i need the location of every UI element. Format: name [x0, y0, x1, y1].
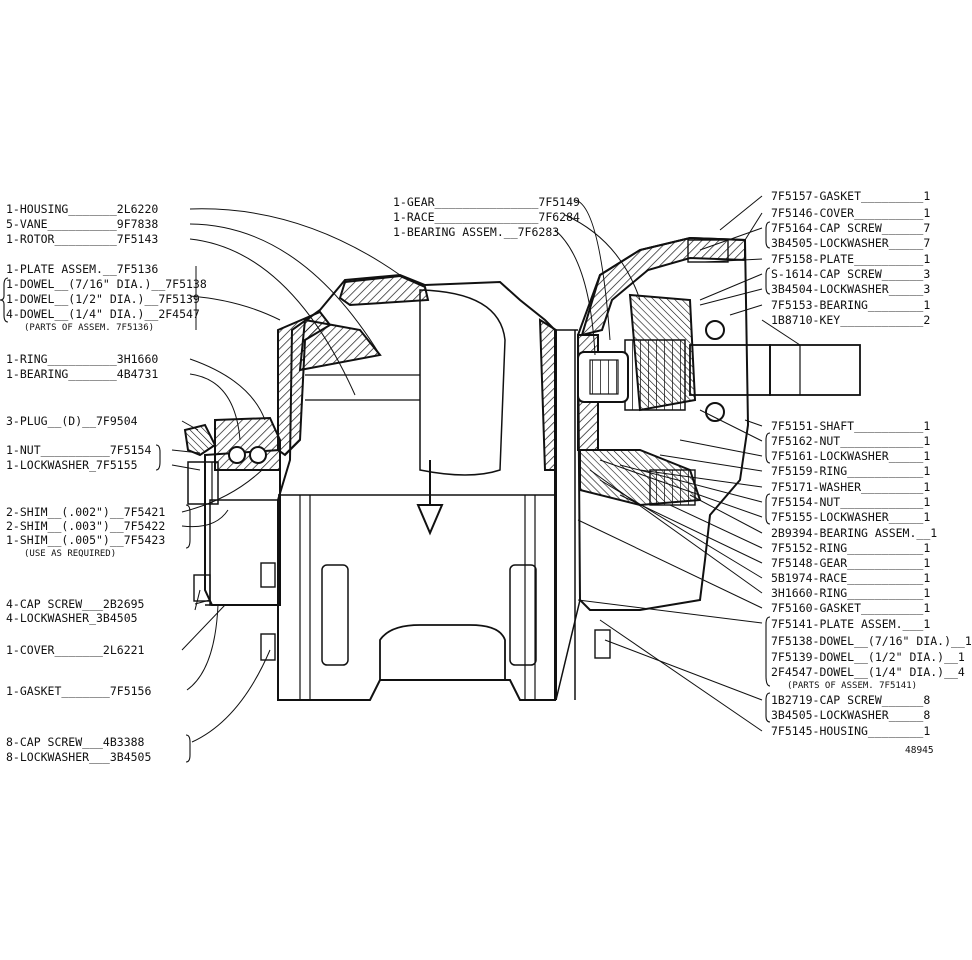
callout-vane: 5-VANE__________9F7838	[6, 217, 159, 231]
right-brace-plate-screws	[765, 267, 771, 295]
callout-r-ring-3: 3H1660-RING___________1	[771, 586, 931, 600]
callout-r-key: 1B8710-KEY____________2	[771, 313, 931, 327]
callout-gear: 1-GEAR_______________7F5149	[393, 195, 580, 209]
left-brace-nut-group	[155, 444, 161, 471]
callout-r-bearing: 7F5153-BEARING________1	[771, 298, 931, 312]
callout-plate-assem: 1-PLATE ASSEM.__7F5136	[6, 262, 159, 276]
callout-r-bearing-assem: 2B9394-BEARING ASSEM.__1	[771, 526, 938, 540]
callout-r-shaft: 7F5151-SHAFT__________1	[771, 419, 931, 433]
right-brace-capscrew-group	[765, 221, 771, 249]
left-cap-screw-top	[260, 562, 276, 588]
callout-r-nut-2: 7F5154-NUT____________1	[771, 495, 931, 509]
flow-direction-arrow	[416, 460, 444, 536]
callout-parts-of-7f5136: (PARTS OF ASSEM. 7F5136)	[24, 323, 155, 333]
callout-bearing-assem: 1-BEARING ASSEM.__7F6283	[393, 225, 560, 239]
callout-r-nut: 7F5162-NUT____________1	[771, 434, 931, 448]
callout-r-dowel-1-4: 2F4547-DOWEL__(1/4" DIA.)__4	[771, 665, 965, 679]
left-cover-body	[209, 499, 281, 606]
callout-r-housing: 7F5145-HOUSING________1	[771, 724, 931, 738]
callout-r-lockwasher-3: 3B4504-LOCKWASHER_____3	[771, 282, 931, 296]
callout-bearing: 1-BEARING_______4B4731	[6, 367, 159, 381]
callout-r-dowel-1-2: 7F5139-DOWEL__(1/2" DIA.)__1	[771, 650, 965, 664]
callout-r-lockwasher-2: 7F5155-LOCKWASHER_____1	[771, 510, 931, 524]
callout-shim-003: 2-SHIM__(.003")__7F5422	[6, 519, 166, 533]
right-brace-final-screws	[765, 692, 771, 723]
housing-upper-web	[298, 318, 382, 372]
callout-r-gasket-2: 7F5160-GASKET_________1	[771, 601, 931, 615]
output-shaft	[689, 344, 771, 396]
callout-plug: 3-PLUG__(D)__7F9504	[6, 414, 138, 428]
callout-r-gasket: 7F5157-GASKET_________1	[771, 189, 931, 203]
callout-cap-screw-8: 8-CAP SCREW___4B3388	[6, 735, 145, 749]
output-shaft-end	[769, 344, 861, 396]
right-bearing-ball-top	[705, 320, 725, 340]
callout-r-cap-screw-3: S-1614-CAP SCREW______3	[771, 267, 931, 281]
housing-right-wall	[538, 318, 557, 471]
callout-cover: 1-COVER_______2L6221	[6, 643, 145, 657]
lower-bearing-assembly	[649, 469, 696, 506]
callout-rotor: 1-ROTOR_________7F5143	[6, 232, 159, 246]
callout-r-cap-screw-7: 7F5164-CAP SCREW______7	[771, 221, 931, 235]
callout-use-as-required: (USE AS REQUIRED)	[24, 549, 117, 559]
left-bearing-housing	[214, 416, 281, 471]
callout-r-lockwasher: 7F5161-LOCKWASHER_____1	[771, 449, 931, 463]
right-brace-dowel-group	[765, 616, 771, 687]
callout-lockwasher-8: 8-LOCKWASHER___3B4505	[6, 750, 152, 764]
callout-r-washer: 7F5171-WASHER_________1	[771, 480, 931, 494]
left-brace-shim-group	[185, 504, 191, 549]
callout-r-dowel-7-16: 7F5138-DOWEL__(7/16" DIA.)__1	[771, 634, 972, 648]
housing-top-flange	[338, 274, 430, 307]
callout-r-plate: 7F5158-PLATE__________1	[771, 252, 931, 266]
right-housing-cover-hatch	[580, 236, 746, 337]
callout-r-lockwasher-7: 3B4505-LOCKWASHER_____7	[771, 236, 931, 250]
right-cap-screw	[594, 629, 611, 659]
callout-r-plate-assem: 7F5141-PLATE ASSEM.___1	[771, 617, 931, 631]
left-bearing-ball-2	[249, 446, 267, 464]
drive-gear-teeth	[624, 339, 686, 411]
callout-r-race: 5B1974-RACE___________1	[771, 571, 931, 585]
left-nut	[183, 423, 217, 457]
callout-dowel-1-2: 1-DOWEL__(1/2" DIA.)__7F5139	[6, 292, 200, 306]
callout-lockwasher: 1-LOCKWASHER_7F5155	[6, 458, 138, 472]
callout-housing: 1-HOUSING_______2L6220	[6, 202, 159, 216]
callout-r-cover: 7F5146-COVER__________1	[771, 206, 931, 220]
right-bearing-ball-bottom	[705, 402, 725, 422]
right-brace-nut-group	[765, 432, 771, 464]
callout-shim-005: 1-SHIM__(.005")__7F5423	[6, 533, 166, 547]
housing-inner-cavity	[419, 289, 506, 476]
callout-gasket: 1-GASKET_______7F5156	[6, 684, 152, 698]
callout-dowel-7-16: 1-DOWEL__(7/16" DIA.)__7F5138	[6, 277, 207, 291]
callout-dowel-1-4: 4-DOWEL__(1/4" DIA.)__2F4547	[6, 307, 200, 321]
callout-shim-002: 2-SHIM__(.002")__7F5421	[6, 505, 166, 519]
callout-ring: 1-RING__________3H1660	[6, 352, 159, 366]
callout-lockwasher-4: 4-LOCKWASHER_3B4505	[6, 611, 138, 625]
callout-r-gear: 7F5148-GEAR___________1	[771, 556, 931, 570]
callout-r-cap-screw-8: 1B2719-CAP SCREW______8	[771, 693, 931, 707]
callout-race: 1-RACE_______________7F6284	[393, 210, 580, 224]
left-brace-capscrew-group	[185, 734, 191, 763]
callout-r-parts-of-7f5141: (PARTS OF ASSEM. 7F5141)	[787, 681, 918, 691]
left-brace-plate-group	[0, 277, 9, 323]
callout-nut: 1-NUT__________7F5154	[6, 443, 152, 457]
left-bearing-ball-1	[228, 446, 246, 464]
left-cap-screw-lower	[260, 633, 276, 661]
housing-right-boss	[509, 564, 537, 666]
left-shaft-end	[187, 461, 219, 505]
callout-r-ring: 7F5159-RING___________1	[771, 464, 931, 478]
left-cap-screw-head	[193, 574, 211, 602]
left-cover-outline	[204, 448, 281, 606]
callout-r-ring-2: 7F5152-RING___________1	[771, 541, 931, 555]
housing-lower-port	[379, 624, 506, 680]
callout-cap-screw-4: 4-CAP SCREW___2B2695	[6, 597, 145, 611]
callout-r-lockwasher-8: 3B4505-LOCKWASHER_____8	[771, 708, 931, 722]
right-brace-lock-group	[765, 493, 771, 525]
housing-left-boss	[321, 564, 349, 666]
drawing-number: 48945	[905, 745, 934, 756]
